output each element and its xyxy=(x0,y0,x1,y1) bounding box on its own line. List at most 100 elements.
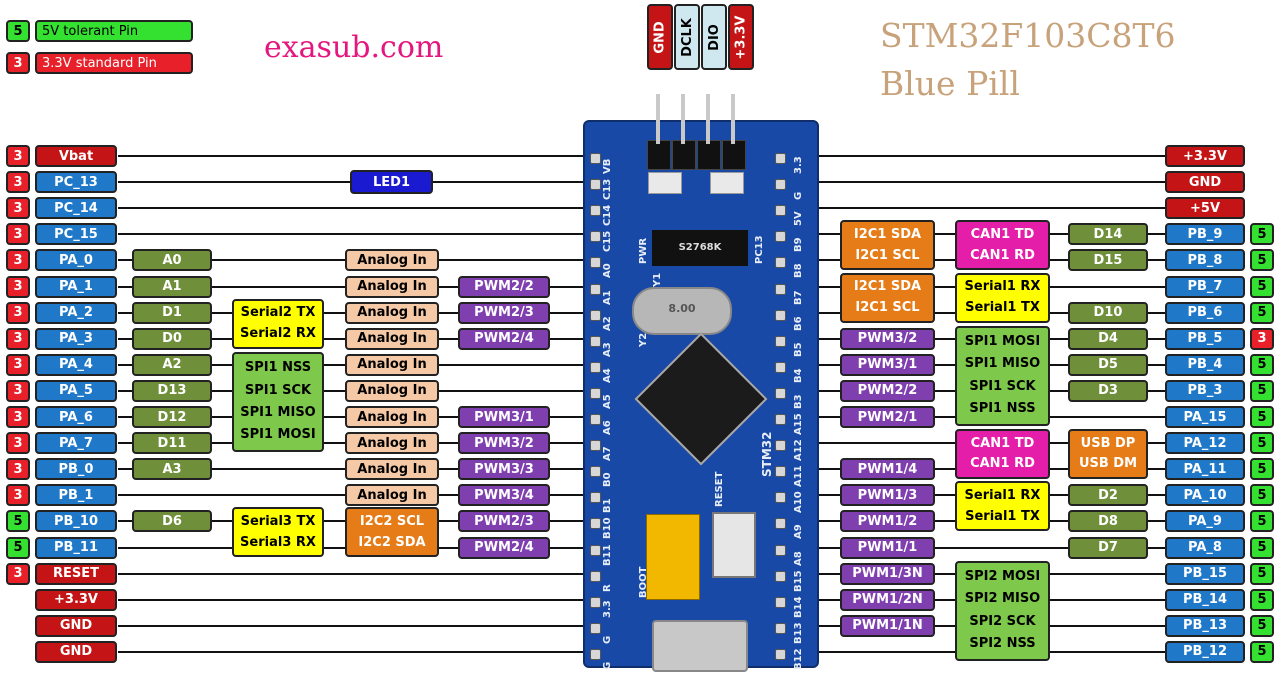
can1-group-alt-line: CAN1 RD xyxy=(970,456,1035,472)
i2c2-group-line: I2C2 SDA xyxy=(358,534,426,550)
can1-group-alt: CAN1 TD CAN1 RD xyxy=(955,429,1050,480)
header-hole xyxy=(590,440,601,452)
pin-label-pb-1: PB_1 xyxy=(35,484,117,507)
pwm-label: PWM1/4 xyxy=(840,458,935,481)
arduino-pin-label: D2 xyxy=(1068,484,1148,507)
board-silk-right: B5 xyxy=(793,342,804,357)
header-hole xyxy=(590,492,601,504)
arduino-pin-label: D0 xyxy=(132,327,212,350)
spi1-group-right-line: SPI1 MISO xyxy=(964,356,1041,372)
board-silk-left: B10 xyxy=(602,517,613,540)
header-hole xyxy=(590,205,601,217)
board-silk-right: A11 xyxy=(793,465,804,488)
analog-in-label: Analog In xyxy=(345,458,439,481)
board-silk-right: 3.3 xyxy=(793,156,804,174)
arduino-pin-label: D11 xyxy=(132,432,212,455)
header-hole xyxy=(775,205,786,217)
header-hole xyxy=(590,518,601,530)
top-pin-text: DCLK xyxy=(679,17,695,57)
board-silk-left: A4 xyxy=(602,368,613,383)
swd-pin-leg xyxy=(731,94,735,144)
led-component xyxy=(648,172,682,194)
voltage-badge: 5 xyxy=(1250,484,1274,507)
analog-in-label: Analog In xyxy=(345,432,439,455)
pin-label-pa-0: PA_0 xyxy=(35,249,117,272)
pin-label-reset: RESET xyxy=(35,562,117,585)
spi2-group-line: SPI2 MOSI xyxy=(964,568,1041,584)
board-silk-left: C15 xyxy=(602,231,613,253)
y1-silk: Y1 xyxy=(652,272,663,287)
voltage-regulator: S2768K xyxy=(652,230,748,266)
pin-label-pc-15: PC_15 xyxy=(35,223,117,246)
spi1-group-right-line: SPI1 SCK xyxy=(969,378,1036,394)
header-hole xyxy=(590,544,601,556)
header-hole xyxy=(590,179,601,191)
analog-in-label: Analog In xyxy=(345,249,439,272)
pin-label-pa-4: PA_4 xyxy=(35,353,117,376)
connector-line xyxy=(118,233,583,236)
arduino-pin-label: D14 xyxy=(1068,223,1148,246)
voltage-badge: 5 xyxy=(6,536,30,559)
arduino-pin-label: D15 xyxy=(1068,249,1148,272)
serial1-group-alt-line: Serial1 TX xyxy=(965,508,1040,524)
spi2-group-line: SPI2 NSS xyxy=(969,636,1036,652)
connector-line xyxy=(118,572,583,575)
arduino-pin-label: D5 xyxy=(1068,353,1148,376)
header-hole xyxy=(590,361,601,373)
spi2-group-line: SPI2 MISO xyxy=(964,591,1041,607)
pwm-label: PWM1/1N xyxy=(840,614,935,637)
header-hole xyxy=(775,231,786,243)
board-silk-right: B8 xyxy=(793,263,804,279)
arduino-pin-label: A2 xyxy=(132,353,212,376)
pwm-label: PWM1/1 xyxy=(840,536,935,559)
header-hole xyxy=(590,309,601,321)
pwm-label: PWM2/4 xyxy=(458,536,550,559)
connector-line xyxy=(118,598,583,601)
voltage-badge: 3 xyxy=(6,562,30,585)
voltage-badge: 3 xyxy=(6,353,30,376)
pwm-label: PWM1/3N xyxy=(840,562,935,585)
header-hole xyxy=(775,309,786,321)
board-silk-right: G xyxy=(793,191,804,201)
serial1-group-line: Serial1 TX xyxy=(965,299,1040,315)
board-silk-right: A15 xyxy=(793,413,804,435)
serial2-group-line: Serial2 TX xyxy=(240,305,316,321)
pin-label-pb-12: PB_12 xyxy=(1165,640,1245,663)
board-silk-right: B4 xyxy=(793,368,804,383)
board-silk-right: 5V xyxy=(793,211,804,227)
header-hole xyxy=(590,335,601,347)
pin-label-pa-11: PA_11 xyxy=(1165,458,1245,481)
board-silk-left: B11 xyxy=(602,543,613,566)
voltage-badge: 5 xyxy=(1250,614,1274,637)
arduino-pin-label: D12 xyxy=(132,406,212,428)
board-silk-left: G xyxy=(602,635,613,644)
can1-group-alt-line: CAN1 TD xyxy=(970,435,1035,451)
header-hole xyxy=(775,518,786,530)
header-hole xyxy=(590,622,601,634)
board-silk-left: A0 xyxy=(602,263,613,279)
serial3-group-line: Serial3 TX xyxy=(240,514,316,530)
header-hole xyxy=(590,257,601,269)
pwr-silk: PWR xyxy=(638,237,649,264)
board-silk-left: C14 xyxy=(602,204,613,227)
header-hole xyxy=(590,414,601,425)
top-pin-gnd: GND xyxy=(647,4,673,70)
pin-label-pc-14: PC_14 xyxy=(35,197,117,220)
led-component xyxy=(710,172,744,194)
voltage-badge: 3 xyxy=(6,197,30,220)
header-hole xyxy=(590,153,601,164)
chip-silk: STM32 xyxy=(760,431,774,477)
pin-label-pa-9: PA_9 xyxy=(1165,510,1245,533)
pwm-label: PWM1/2 xyxy=(840,510,935,533)
swd-header-block xyxy=(697,140,721,170)
analog-in-label: Analog In xyxy=(345,406,439,428)
arduino-pin-label: A0 xyxy=(132,249,212,272)
voltage-badge: 3 xyxy=(6,223,30,246)
voltage-badge: 5 xyxy=(1250,458,1274,481)
pin-label-pa-3: PA_3 xyxy=(35,327,117,350)
board-silk-right: A12 xyxy=(793,439,804,462)
